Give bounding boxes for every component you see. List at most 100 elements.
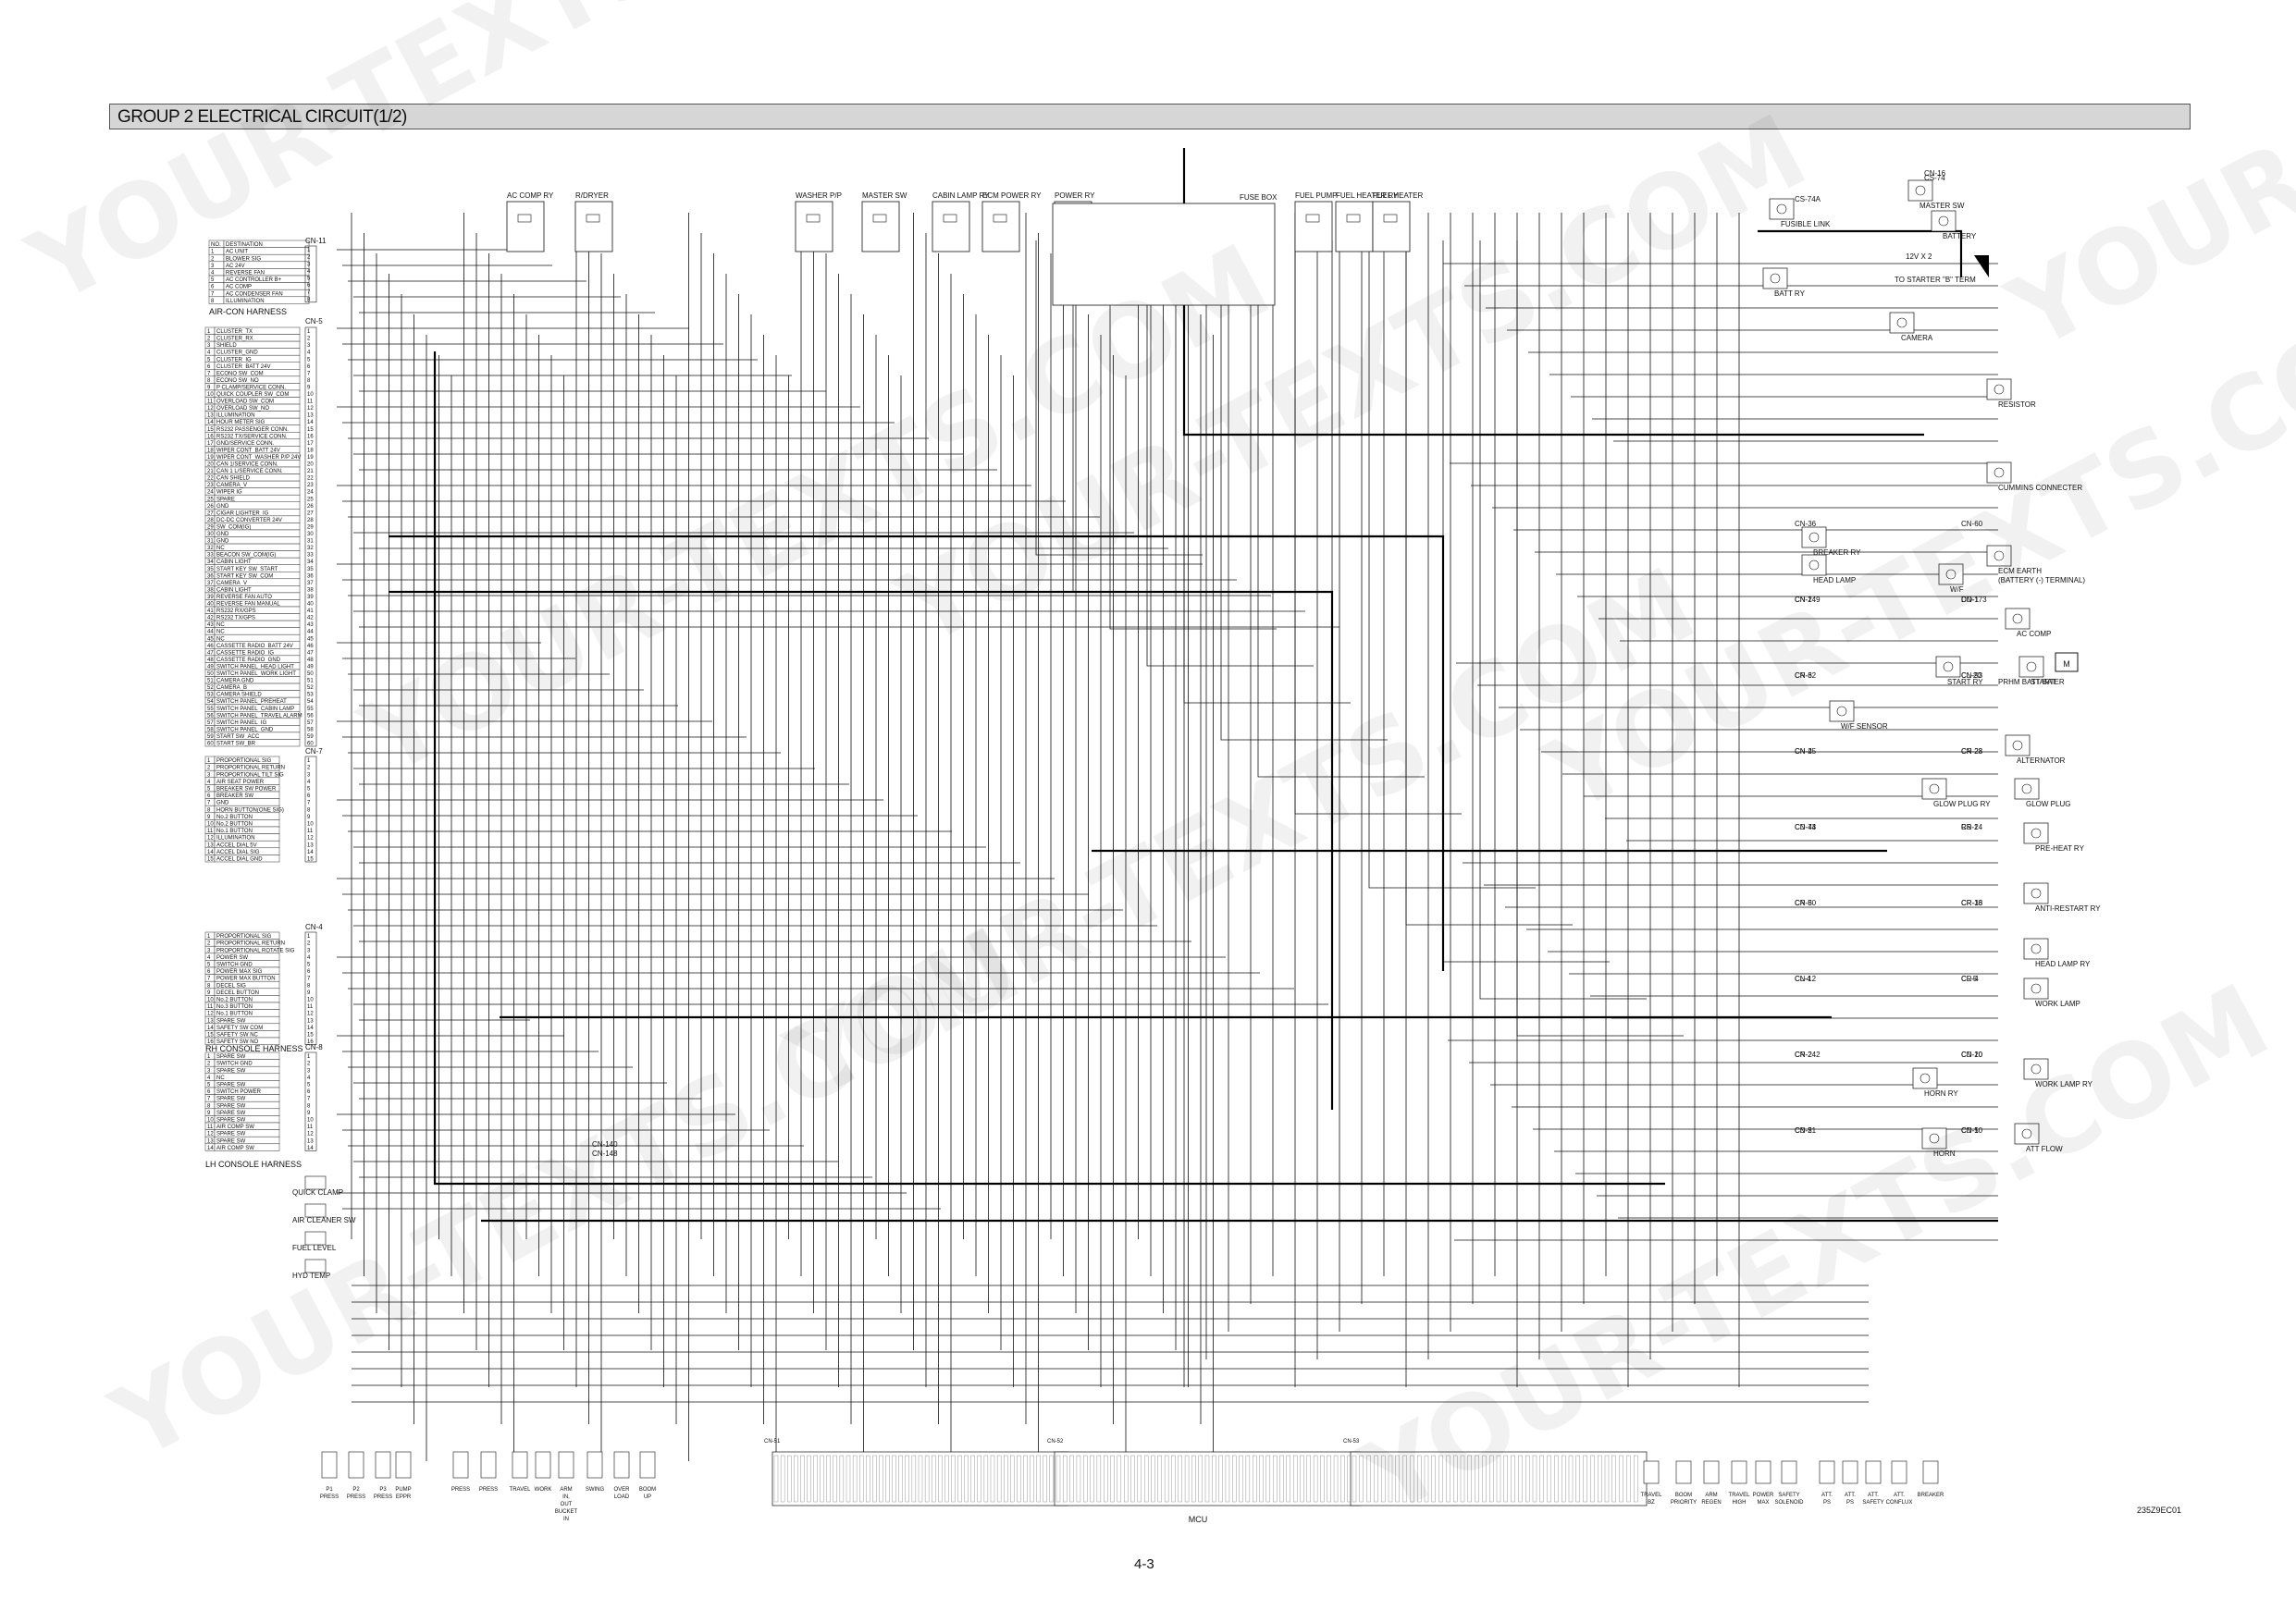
mcu-pin bbox=[1467, 1455, 1472, 1503]
pin-number: 3 bbox=[307, 1068, 311, 1074]
relay-label: AC COMP RY bbox=[507, 191, 554, 200]
mcu-pin bbox=[1453, 1455, 1458, 1503]
pin-number: 10 bbox=[307, 392, 314, 398]
relay-label: FUEL PUMP bbox=[1295, 191, 1338, 200]
mcu-pin bbox=[1104, 1455, 1108, 1503]
mcu-pin bbox=[820, 1455, 824, 1503]
mcu-pin bbox=[944, 1455, 949, 1503]
component-symbol bbox=[1770, 273, 1781, 284]
pin-number: 9 bbox=[307, 990, 311, 996]
relay-component: WASHER P/P bbox=[795, 191, 842, 252]
table-row-number: 4 bbox=[211, 271, 215, 277]
ground-symbol bbox=[2048, 689, 2059, 695]
component-symbol bbox=[2031, 983, 2042, 994]
table-row-label: AIR COMP SW bbox=[216, 1146, 254, 1151]
table-row-number: 24 bbox=[207, 490, 214, 496]
solenoid-label: POWER bbox=[1753, 1493, 1774, 1498]
table-row-label: PROPORTIONAL RETURN bbox=[216, 941, 285, 947]
component-body bbox=[1938, 563, 1964, 585]
table-row-number: 38 bbox=[207, 587, 214, 593]
table-row-label: POWER MAX BUTTON bbox=[216, 977, 276, 982]
component-symbol bbox=[1929, 783, 1940, 794]
component-label: ECM EARTH bbox=[1998, 567, 2042, 575]
pin-number: 4 bbox=[307, 269, 311, 275]
table-cell bbox=[214, 1037, 280, 1045]
mcu-pin bbox=[996, 1455, 1002, 1503]
table-row-label: ACCEL DIAL GND bbox=[216, 857, 263, 863]
component-body bbox=[1907, 179, 1933, 202]
solenoid-body bbox=[1842, 1460, 1858, 1484]
component-label: WORK LAMP bbox=[2035, 1000, 2080, 1008]
mcu-pin bbox=[1273, 1455, 1278, 1503]
table-row-label: POWER MAX SIG bbox=[216, 969, 263, 975]
table-row-label: CASSETTE RADIO_IG bbox=[216, 650, 274, 656]
sensor-label: P3 bbox=[379, 1487, 387, 1493]
relay-coil bbox=[1383, 214, 1398, 223]
table-row-number: 16 bbox=[207, 1039, 214, 1045]
pin-number: 2 bbox=[307, 337, 311, 342]
pin-number: 60 bbox=[307, 742, 314, 747]
table-row-number: 9 bbox=[207, 385, 211, 390]
mcu-pin bbox=[1402, 1455, 1407, 1503]
table-row-number: 1 bbox=[207, 1054, 211, 1060]
mcu-connector-body bbox=[1054, 1451, 1361, 1506]
pin-number: 47 bbox=[307, 650, 314, 656]
table-row-label: NC bbox=[216, 636, 225, 642]
table-cell bbox=[214, 620, 301, 628]
relay-coil bbox=[586, 214, 600, 223]
solenoid-label: HIGH bbox=[1733, 1500, 1747, 1506]
table-row-label: SPARE SW bbox=[216, 1097, 246, 1102]
table-row-label: SAFETY SW NO bbox=[216, 1039, 259, 1045]
table-row-number: 39 bbox=[207, 595, 214, 600]
mcu-pin bbox=[1374, 1455, 1378, 1503]
component-label: ALTERNATOR bbox=[2017, 756, 2066, 765]
table-row-label: SPARE bbox=[216, 497, 235, 502]
table-row-number: 4 bbox=[207, 955, 211, 961]
mcu-pin bbox=[1117, 1455, 1122, 1503]
mcu-pin bbox=[1253, 1455, 1257, 1503]
table-row-label: GND/SERVICE CONN. bbox=[216, 441, 275, 447]
mcu-pin bbox=[964, 1455, 969, 1503]
solenoid-label: ARM bbox=[1705, 1493, 1717, 1498]
table-row-number: 3 bbox=[207, 1068, 211, 1074]
table-row-label: SAFETY SW COM bbox=[216, 1026, 263, 1031]
fuse-box-label: FUSE BOX bbox=[1240, 193, 1278, 202]
component-label: W/F bbox=[1950, 585, 1964, 594]
table-row-number: 5 bbox=[207, 1083, 211, 1088]
table-row-label: AC 24V bbox=[226, 264, 245, 269]
right-component: PRE-HEAT RY bbox=[2023, 822, 2085, 853]
pin-number: 13 bbox=[307, 842, 314, 848]
connector-label: CR-2 bbox=[1795, 1051, 1812, 1059]
table-row-label: START KEY SW_COM bbox=[216, 573, 273, 579]
table-row-number: 53 bbox=[207, 693, 214, 698]
pin-number: 24 bbox=[307, 490, 314, 496]
mcu-pin bbox=[1482, 1455, 1487, 1503]
table-row-number: 8 bbox=[211, 299, 215, 304]
connector-body bbox=[304, 1051, 317, 1151]
mcu-pin bbox=[1096, 1455, 1102, 1503]
sensor-label: QUICK CLAMP bbox=[292, 1188, 343, 1197]
pin-number: 56 bbox=[307, 713, 314, 719]
solenoid-label: BREAKER bbox=[1918, 1493, 1944, 1498]
table-row-number: 13 bbox=[207, 1018, 214, 1024]
table-row-label: CAMERA_V bbox=[216, 483, 247, 488]
sensor-label: FUEL LEVEL bbox=[292, 1244, 337, 1252]
table-row-label: AIR SEAT POWER bbox=[216, 780, 265, 785]
sensor-label: PRESS bbox=[347, 1494, 365, 1500]
relay-component: FUEL HEATER bbox=[1372, 191, 1423, 252]
mcu-pin bbox=[1300, 1455, 1304, 1503]
table-row-label: RS232 PASSENGER CONN. bbox=[216, 427, 289, 433]
page-header-bar: GROUP 2 ELECTRICAL CIRCUIT(1/2) bbox=[109, 104, 2191, 129]
table-row-number: 22 bbox=[207, 476, 214, 482]
mcu-block bbox=[772, 1451, 1648, 1506]
right-component: BATT RY bbox=[1762, 267, 1806, 298]
mcu-pin bbox=[1366, 1455, 1371, 1503]
table-row-number: 2 bbox=[211, 256, 215, 262]
table-row-label: SWITCH PANEL_CABIN LAMP bbox=[216, 707, 294, 712]
mcu-pin bbox=[1410, 1455, 1414, 1503]
